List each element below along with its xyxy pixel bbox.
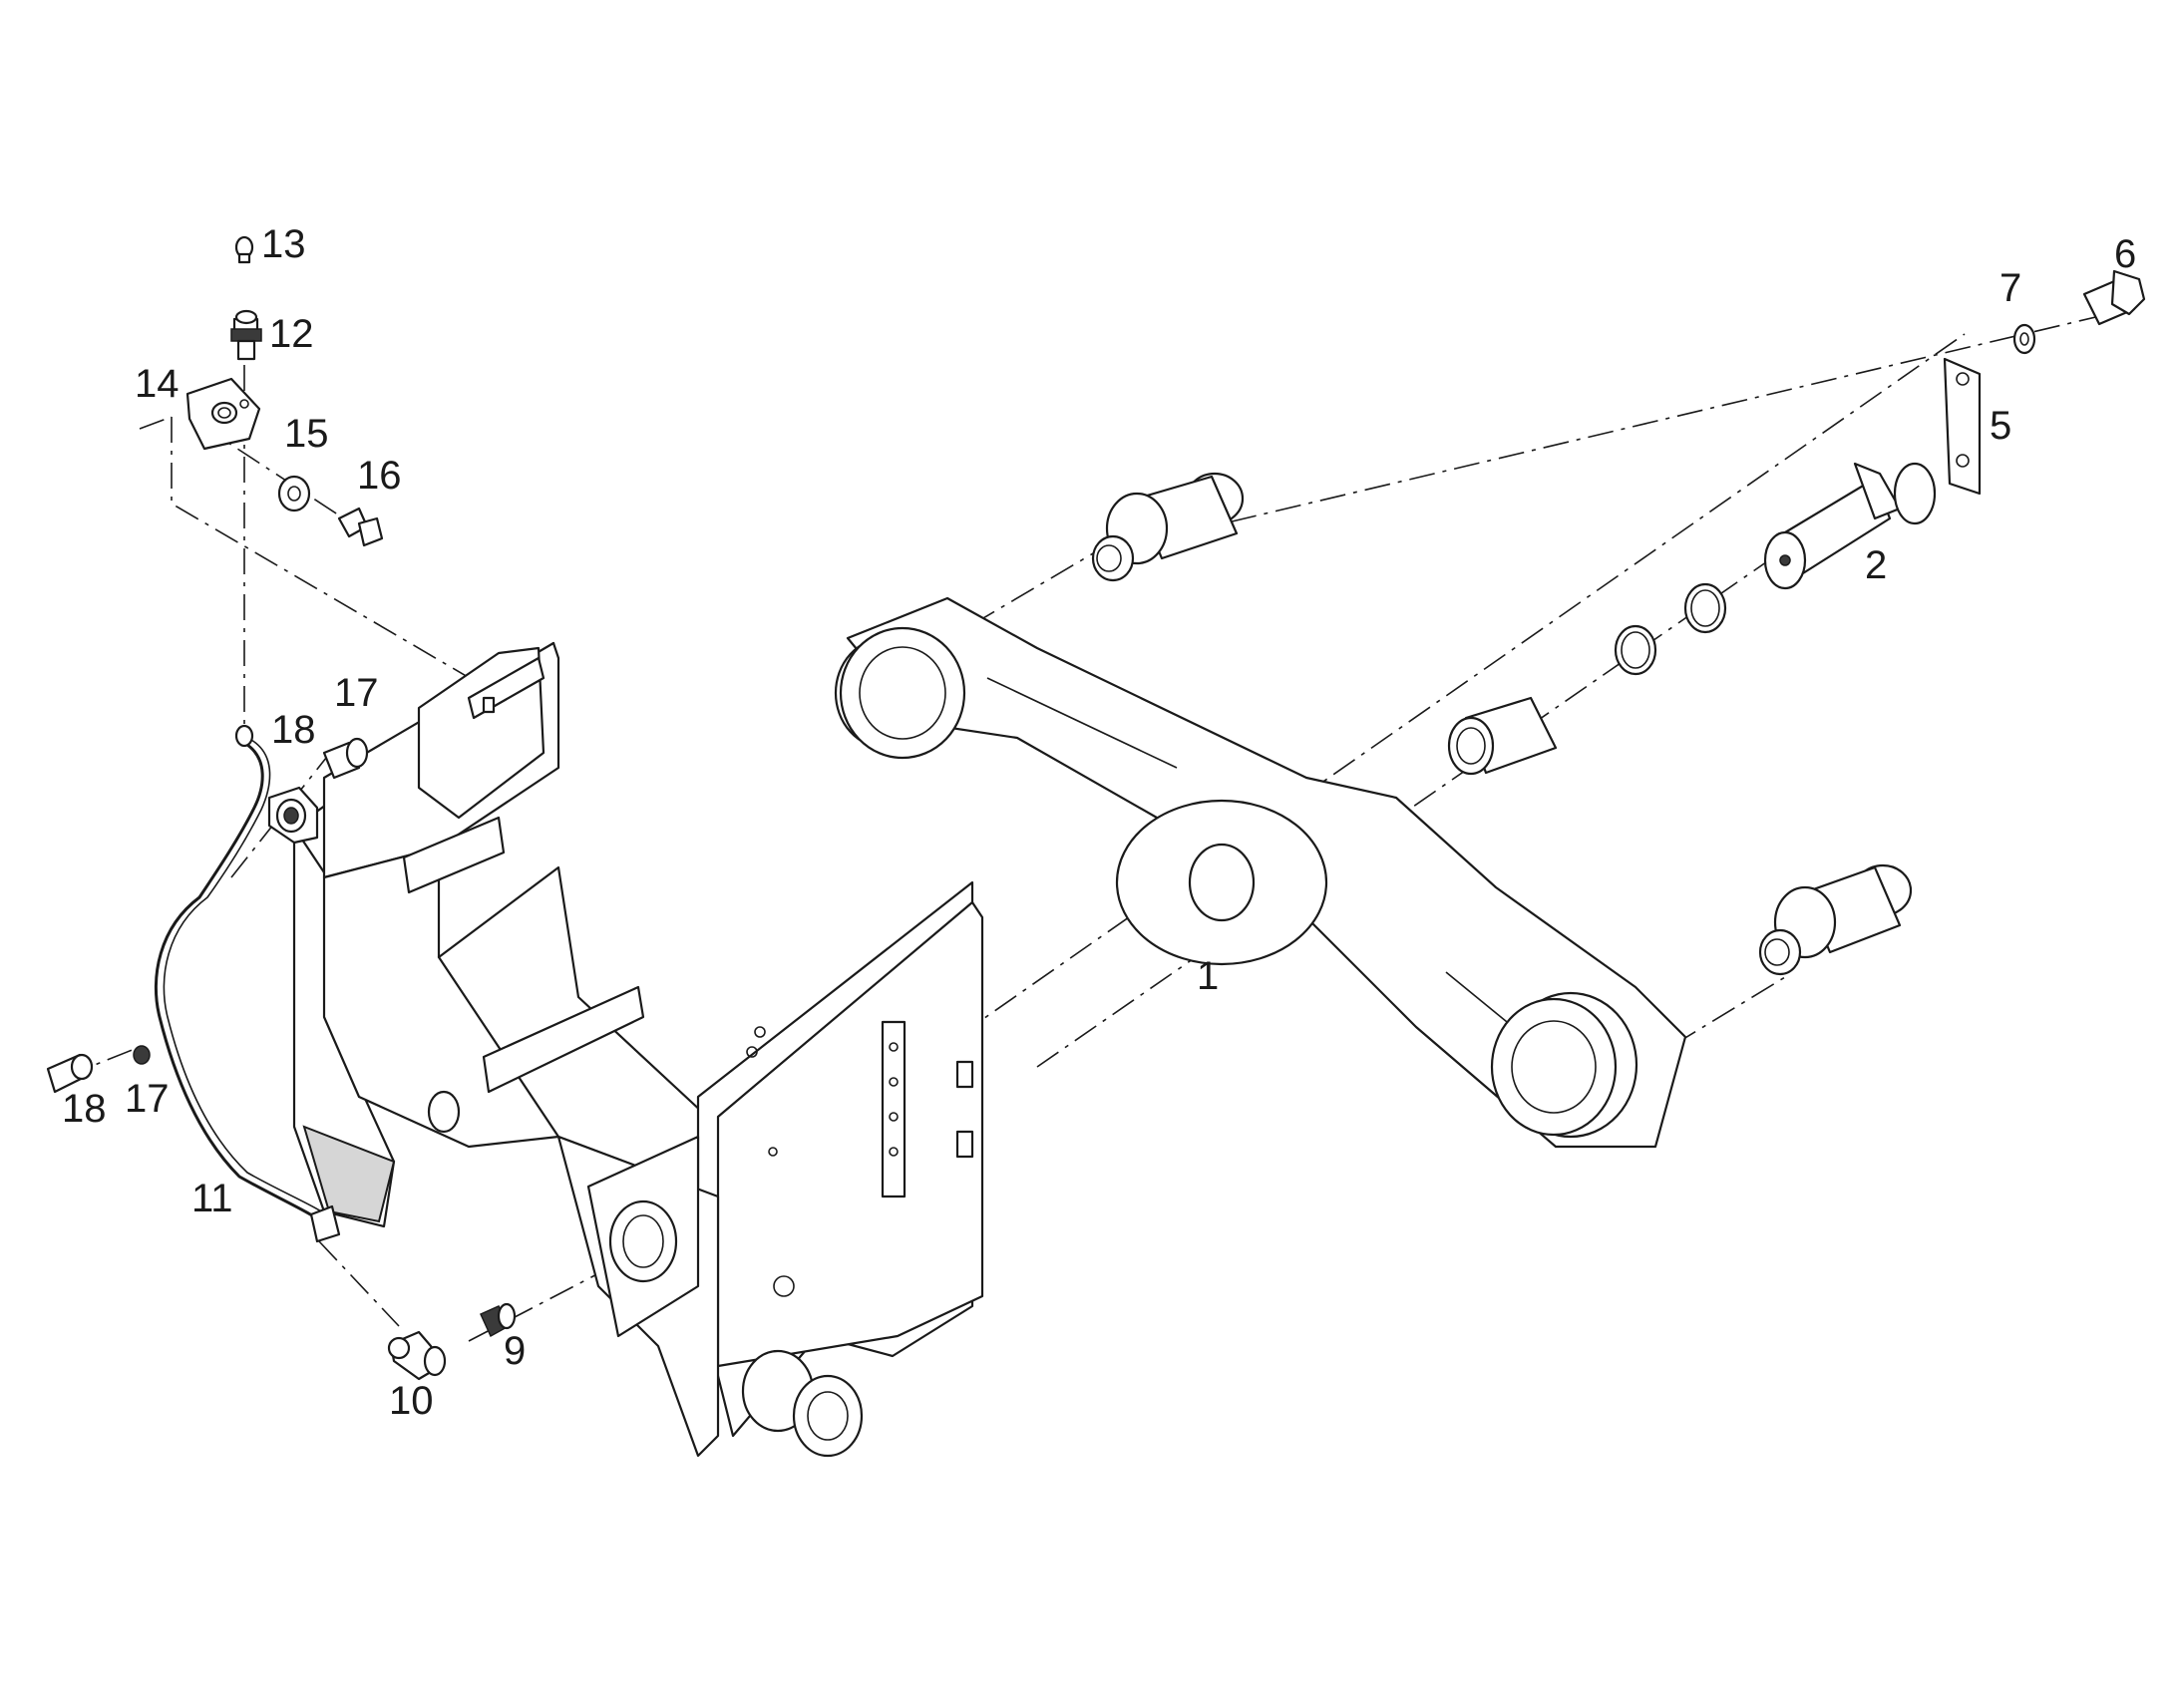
callout-10: 10 [389, 1379, 434, 1423]
callout-18-upper: 18 [271, 708, 316, 752]
callout-15: 15 [284, 412, 329, 456]
callout-5: 5 [1990, 404, 2011, 448]
hose-11 [154, 739, 336, 1228]
callout-14: 14 [135, 362, 180, 406]
fitting-18-lower [46, 1053, 94, 1094]
lower-bushing [1758, 863, 1913, 976]
bracket-14 [185, 377, 261, 451]
grease-nipple-13 [234, 235, 254, 264]
loader-frame [292, 641, 984, 1458]
callout-2: 2 [1865, 543, 1887, 587]
washer-7 [2012, 323, 2036, 355]
callout-18-lower: 18 [62, 1087, 107, 1131]
bolt-16 [337, 507, 384, 547]
callout-12: 12 [269, 312, 314, 356]
callout-7: 7 [1999, 266, 2021, 310]
adapter-9 [480, 1302, 517, 1338]
fitting-18-upper [267, 786, 319, 845]
callout-17-upper: 17 [334, 671, 379, 715]
callout-1: 1 [1197, 954, 1219, 998]
center-sleeve [1447, 696, 1558, 776]
callout-6: 6 [2114, 232, 2136, 276]
ring-2 [1683, 582, 1727, 634]
slot-holes [889, 1042, 899, 1157]
upper-bushing [1091, 472, 1245, 582]
ring-1 [1614, 624, 1657, 676]
callout-13: 13 [261, 222, 306, 266]
callout-9: 9 [504, 1329, 526, 1373]
pivot-pin [1763, 462, 1937, 590]
callout-11: 11 [191, 1177, 233, 1220]
callout-17-lower: 17 [125, 1077, 170, 1121]
washer-15 [277, 475, 311, 512]
hose-end-bottom [309, 1204, 341, 1243]
fitting-12 [230, 309, 262, 361]
fitting-17-upper [322, 737, 369, 780]
hose-end-top [234, 724, 254, 748]
bolt-6 [2082, 269, 2146, 326]
fitting-17-lower [133, 1045, 151, 1065]
elbow-10 [387, 1330, 447, 1381]
lock-plate [1943, 357, 1982, 496]
callouts: 1 2 5 6 7 9 10 11 12 13 14 15 16 17 17 1… [62, 222, 2136, 1423]
lift-arm [834, 596, 1687, 1149]
callout-16: 16 [357, 454, 402, 498]
leader-lines [64, 314, 2105, 1342]
